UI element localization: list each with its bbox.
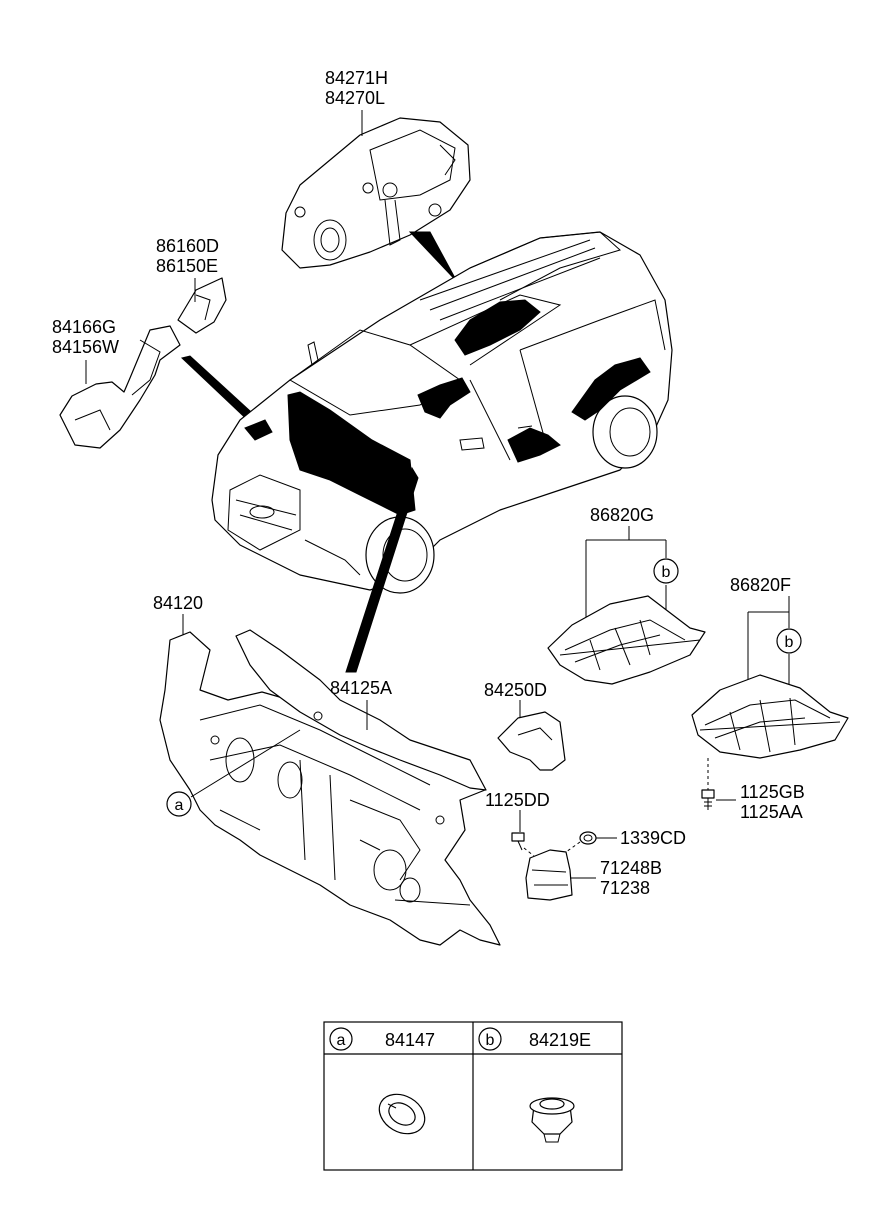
svg-text:a: a bbox=[337, 1032, 346, 1049]
svg-text:b: b bbox=[785, 634, 794, 651]
dash-panel-84120-part bbox=[159, 629, 501, 946]
label-86820f: 86820F bbox=[730, 575, 792, 595]
legend-part-84147: 84147 bbox=[385, 1030, 435, 1050]
washer-84147-icon bbox=[378, 1093, 426, 1135]
under-cover-86820f-part bbox=[691, 674, 849, 759]
label-71238: 71238 bbox=[600, 878, 651, 898]
insulator-84250d-part bbox=[497, 711, 566, 771]
label-86820g: 86820G bbox=[590, 505, 655, 525]
label-84271h: 84271H bbox=[325, 68, 389, 88]
svg-text:b: b bbox=[662, 564, 671, 581]
label-84270l: 84270L bbox=[325, 88, 386, 108]
label-84250d: 84250D bbox=[484, 680, 548, 700]
nut-1339cd bbox=[579, 831, 597, 845]
label-84125a: 84125A bbox=[330, 678, 393, 698]
label-71248b: 71248B bbox=[600, 858, 663, 878]
label-1125aa: 1125AA bbox=[740, 802, 803, 822]
insulator-84166g-part bbox=[59, 325, 181, 449]
grommet-84219e-icon bbox=[529, 1097, 575, 1143]
label-1339cd: 1339CD bbox=[620, 828, 687, 848]
svg-text:b: b bbox=[486, 1032, 495, 1049]
bolt-1125dd bbox=[511, 832, 525, 851]
label-86150e: 86150E bbox=[156, 256, 219, 276]
label-84156w: 84156W bbox=[52, 337, 120, 357]
callout-b-86820f: b bbox=[776, 628, 802, 654]
label-86160d: 86160D bbox=[156, 236, 220, 256]
wheelhouse-insulation-area bbox=[571, 357, 651, 421]
legend-key-a: a bbox=[329, 1027, 353, 1051]
bracket-71248b-part bbox=[525, 849, 573, 901]
legend-part-84219e: 84219E bbox=[529, 1030, 591, 1050]
label-84166g: 84166G bbox=[52, 317, 117, 337]
fender-insulation-area bbox=[244, 419, 273, 441]
label-84120: 84120 bbox=[153, 593, 204, 613]
bracket-86160d-part bbox=[177, 277, 227, 334]
svg-text:a: a bbox=[175, 797, 184, 814]
legend-key-b: b bbox=[478, 1027, 502, 1051]
roof-insulation-area bbox=[454, 299, 541, 356]
under-cover-86820g-part bbox=[547, 595, 706, 685]
label-1125dd: 1125DD bbox=[485, 790, 550, 810]
label-1125gb: 1125GB bbox=[740, 782, 805, 802]
callout-b-86820g: b bbox=[653, 558, 679, 584]
callout-a: a bbox=[166, 791, 192, 817]
bolt-1125gb bbox=[701, 789, 715, 810]
hood-insulation-area bbox=[287, 391, 416, 516]
roof-insulator-part bbox=[281, 117, 471, 269]
dash-insulation-area bbox=[417, 377, 471, 419]
floor-insulation-area bbox=[507, 427, 561, 463]
legend-table: a 84147 b 84219E bbox=[323, 1021, 623, 1171]
